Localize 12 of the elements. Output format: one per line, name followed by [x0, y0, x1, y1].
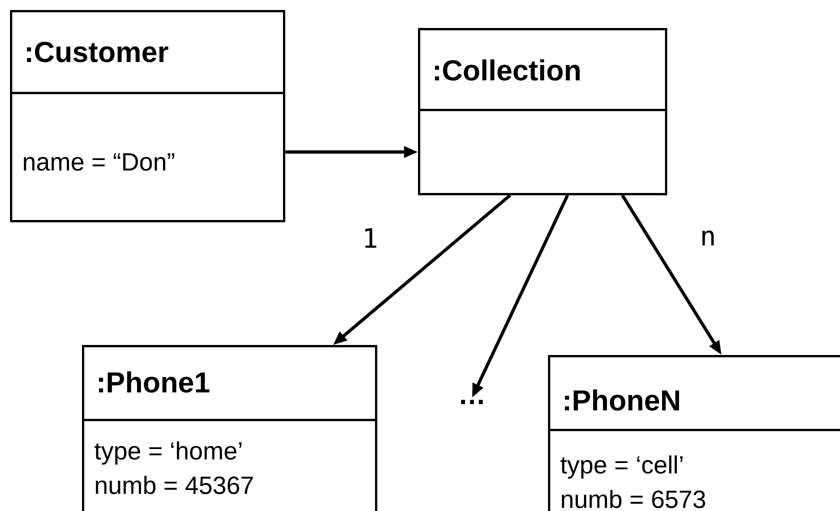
ellipsis-text: … [461, 400, 483, 404]
object-name: :PhoneN [564, 389, 680, 411]
object-name: :Phone1 [99, 371, 210, 393]
attribute-text: name = “Don” [24, 153, 174, 171]
attribute-text: numb = 45367 [96, 476, 253, 494]
attribute-text: type = ‘home’ [94, 441, 242, 465]
object-name: :Collection [434, 59, 580, 81]
edge-label: n [698, 229, 718, 247]
edge-label: 1 [360, 227, 380, 249]
object-name: :Customer [27, 42, 168, 62]
attribute-text: numb = 6573 [562, 490, 706, 508]
attribute-text: type = ‘cell’ [560, 455, 683, 479]
